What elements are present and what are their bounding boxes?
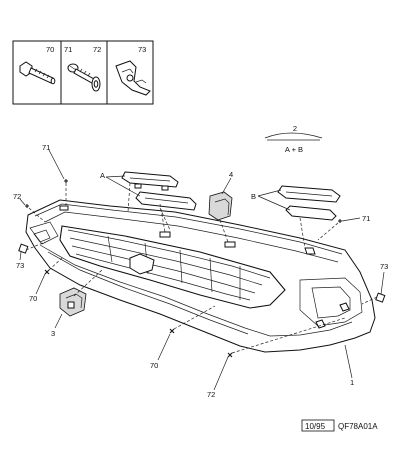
variant-number: 2 xyxy=(293,124,297,133)
callout-4: 4 xyxy=(229,170,233,179)
bolt-icon xyxy=(19,61,56,85)
part-3-clip xyxy=(59,287,87,317)
callout-1: 1 xyxy=(350,378,354,387)
callout-73-right: 73 xyxy=(380,262,388,271)
ref-72-label: 72 xyxy=(93,45,101,54)
footer-code: QF78A01A xyxy=(338,422,378,431)
washer-icon xyxy=(91,76,101,92)
hardware-panel: 70 71 72 73 xyxy=(12,40,154,105)
callout-3: 3 xyxy=(51,329,55,338)
callout-72-bottom: 72 xyxy=(207,390,215,399)
leader-lines xyxy=(19,149,385,391)
ref-71-label: 71 xyxy=(64,45,72,54)
callout-70-bottom: 70 xyxy=(150,361,158,370)
callout-70-left: 70 xyxy=(29,294,37,303)
callout-71-right: 71 xyxy=(362,214,370,223)
footer-date: 10/95 xyxy=(305,422,326,431)
callout-labels: 71 72 73 70 3 70 72 1 A 4 B 71 73 xyxy=(13,143,388,399)
bracket-B xyxy=(277,185,341,221)
callout-B: B xyxy=(251,192,256,201)
grille-assembly xyxy=(25,199,376,353)
callout-72-left: 72 xyxy=(13,192,21,201)
ref-70-label: 70 xyxy=(46,45,54,54)
callout-A: A xyxy=(100,171,105,180)
variant-applies-to: A + B xyxy=(285,145,303,154)
footer: 10/95 QF78A01A xyxy=(301,419,378,432)
ref-73-label: 73 xyxy=(138,45,146,54)
fastener-markers xyxy=(18,179,386,358)
callout-71-top: 71 xyxy=(42,143,50,152)
screw-icon xyxy=(67,63,95,84)
bracket-A xyxy=(121,171,197,211)
callout-73-left: 73 xyxy=(16,261,24,270)
clip-nut-icon xyxy=(115,60,151,96)
part-4-block xyxy=(208,191,233,221)
variant-note: 2 A + B xyxy=(264,124,323,154)
